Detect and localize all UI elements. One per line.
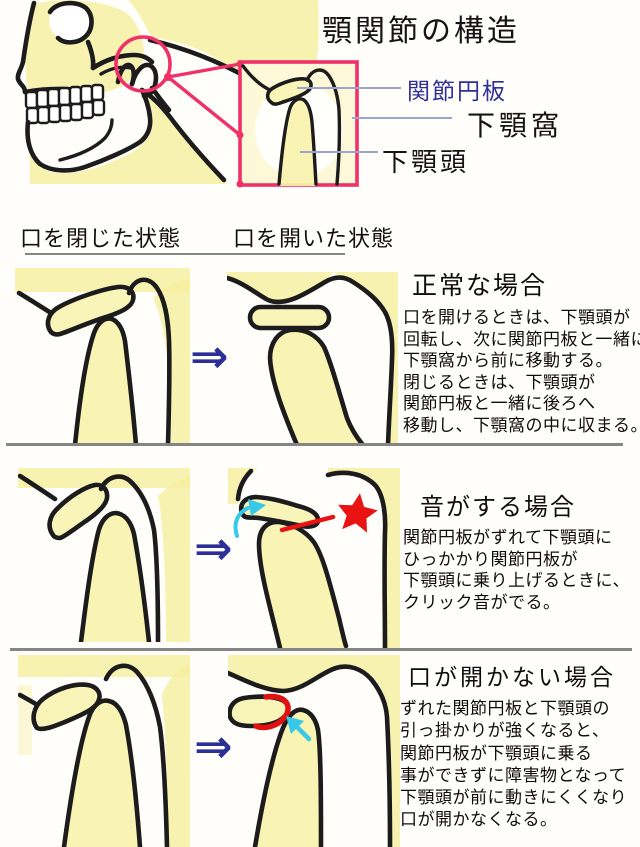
fossa-slope-line bbox=[16, 290, 54, 316]
disc-on-condyle bbox=[45, 284, 136, 337]
panel-clicking-closed bbox=[18, 468, 190, 642]
shading-top-left bbox=[228, 468, 258, 504]
condyle-stuck-arrow-icon bbox=[295, 725, 312, 742]
double-arrow-icon: ⇒ bbox=[194, 719, 233, 773]
condyle-outline bbox=[267, 327, 366, 445]
panel-normal-open bbox=[227, 272, 398, 445]
mandible-shading bbox=[29, 88, 228, 184]
inset-condyle-outline bbox=[277, 97, 318, 186]
body-text-line: 下顎窩から前に移動する。 bbox=[403, 351, 613, 371]
body-text-line: 下顎頭に乗り上げるときに、 bbox=[403, 571, 630, 591]
section-body-locked: ずれた関節円板と下顎頭の 引っ掛かりが強くなると、 関節円板が下顎頭に乗る 事が… bbox=[400, 698, 627, 832]
panel-clicking-open bbox=[228, 468, 400, 648]
fossa-eminence-line bbox=[227, 275, 395, 445]
disc-slip-arrow-icon bbox=[233, 506, 250, 538]
body-text-line: ひっかかり関節円板が bbox=[403, 549, 578, 570]
box-corner-dot-bottom bbox=[236, 180, 244, 188]
section-heading-locked: 口が開かない場合 bbox=[408, 665, 616, 691]
disc-slip-arrowhead-icon bbox=[248, 499, 266, 516]
body-text-line: 閉じるときは、下顎頭が bbox=[403, 372, 596, 393]
condyle-outline bbox=[78, 510, 152, 642]
section-body-normal: 口を開けるときは、下顎頭が 回転し、次に関節円板と一緒に 下顎窩から前に移動する… bbox=[403, 308, 640, 437]
body-text-line: 口を開けるときは、下顎頭が bbox=[403, 308, 631, 328]
body-text-line: 関節円板と一緒に後ろへ bbox=[403, 394, 596, 414]
lower-teeth-row bbox=[25, 98, 106, 125]
body-text-line: 回転し、次に関節円板と一緒に bbox=[403, 329, 640, 350]
body-text-line: 関節円板が下顎頭に乗る bbox=[400, 743, 593, 764]
body-text-line: ずれた関節円板と下顎頭の bbox=[400, 699, 610, 719]
fossa-slope-line bbox=[18, 473, 58, 502]
section-divider bbox=[10, 648, 632, 651]
panel-locked-closed bbox=[18, 655, 190, 847]
callout-line-upper bbox=[167, 62, 241, 79]
click-star-icon bbox=[338, 493, 378, 533]
body-text-line: 移動し、下顎窩の中に収まる。 bbox=[403, 415, 640, 436]
panel-locked-open bbox=[228, 655, 400, 847]
face-profile-line bbox=[15, 0, 37, 95]
shading-top bbox=[18, 655, 190, 677]
inset-disc bbox=[265, 77, 313, 106]
condyle-fill bbox=[270, 329, 363, 445]
section-heading-normal: 正常な場合 bbox=[412, 271, 548, 300]
posterior-arch bbox=[98, 474, 161, 642]
ramus-line bbox=[139, 87, 227, 183]
double-arrow-icon: ⇒ bbox=[190, 329, 229, 383]
callout-line-lower bbox=[166, 75, 242, 137]
mandible-inner-line bbox=[58, 118, 114, 162]
condyle-fill bbox=[255, 709, 321, 847]
header-mouth-open: 口を開いた状態 bbox=[233, 227, 395, 252]
header-underline bbox=[25, 253, 345, 255]
double-arrow-icon: ⇒ bbox=[194, 521, 233, 575]
condyle-outline bbox=[252, 707, 324, 847]
posterior-arch bbox=[126, 277, 172, 445]
body-text-line: 口が開かなくなる。 bbox=[400, 810, 558, 831]
disc-displaced bbox=[31, 682, 102, 732]
shading-top-left bbox=[227, 272, 333, 303]
condyle-fill bbox=[77, 318, 136, 445]
condyle-head-line bbox=[129, 62, 159, 99]
disc-block-highlight bbox=[253, 693, 291, 731]
disc-forward bbox=[247, 304, 332, 331]
shading-top bbox=[228, 655, 400, 715]
shading-right bbox=[158, 476, 190, 642]
click-pointer-line bbox=[279, 514, 336, 533]
eye-socket-fill bbox=[49, 1, 93, 41]
mandible-outline bbox=[25, 87, 153, 173]
shading-right bbox=[333, 272, 398, 445]
body-text-line: 下顎頭が前に動きにくくなり bbox=[400, 788, 628, 809]
inset-posterior-arch bbox=[305, 68, 342, 186]
eye-socket-outline bbox=[47, 0, 94, 45]
posterior-arch bbox=[325, 470, 388, 648]
shading-right bbox=[162, 663, 190, 847]
eminence-line bbox=[235, 468, 254, 502]
skull-and-joint-inset-figure bbox=[15, 0, 452, 188]
zygomatic-arch-line bbox=[90, 52, 155, 71]
shading-top bbox=[18, 468, 190, 488]
body-text-line: 関節円板がずれて下顎頭に bbox=[403, 528, 613, 548]
box-edge-dot bbox=[236, 131, 244, 139]
body-text-line: クリック音がでる。 bbox=[403, 592, 561, 613]
body-text-line: 事ができずに障害物となって bbox=[400, 765, 627, 786]
page-title: 顎関節の構造 bbox=[322, 14, 520, 49]
label-mandibular-fossa: 下顎窩 bbox=[467, 109, 564, 142]
posterior-arch bbox=[103, 663, 170, 847]
body-text-line: 引っ掛かりが強くなると、 bbox=[400, 721, 610, 742]
condyle-stuck-arrowhead-icon bbox=[286, 716, 304, 734]
condyle-fill bbox=[259, 521, 346, 648]
condyle-fill bbox=[81, 513, 149, 642]
condyle-outline bbox=[61, 698, 143, 847]
label-condyle: 下顎頭 bbox=[382, 148, 470, 178]
label-articular-disc: 関節円板 bbox=[407, 79, 507, 105]
section-divider bbox=[6, 443, 623, 446]
header-mouth-closed: 口を閉じた状態 bbox=[20, 227, 182, 252]
shading-left bbox=[18, 685, 32, 755]
fossa-eminence-line bbox=[228, 664, 393, 847]
condyle-outline bbox=[72, 316, 139, 445]
section-heading-clicking: 音がする場合 bbox=[420, 493, 576, 521]
inset-fossa-slope bbox=[241, 64, 272, 92]
section-body-clicking: 関節円板がずれて下顎頭に ひっかかり関節円板が 下顎頭に乗り上げるときに、 クリ… bbox=[403, 528, 630, 614]
panel-normal-closed bbox=[15, 268, 190, 445]
joint-highlight-circle bbox=[114, 35, 172, 93]
disc-displaced bbox=[47, 482, 110, 541]
